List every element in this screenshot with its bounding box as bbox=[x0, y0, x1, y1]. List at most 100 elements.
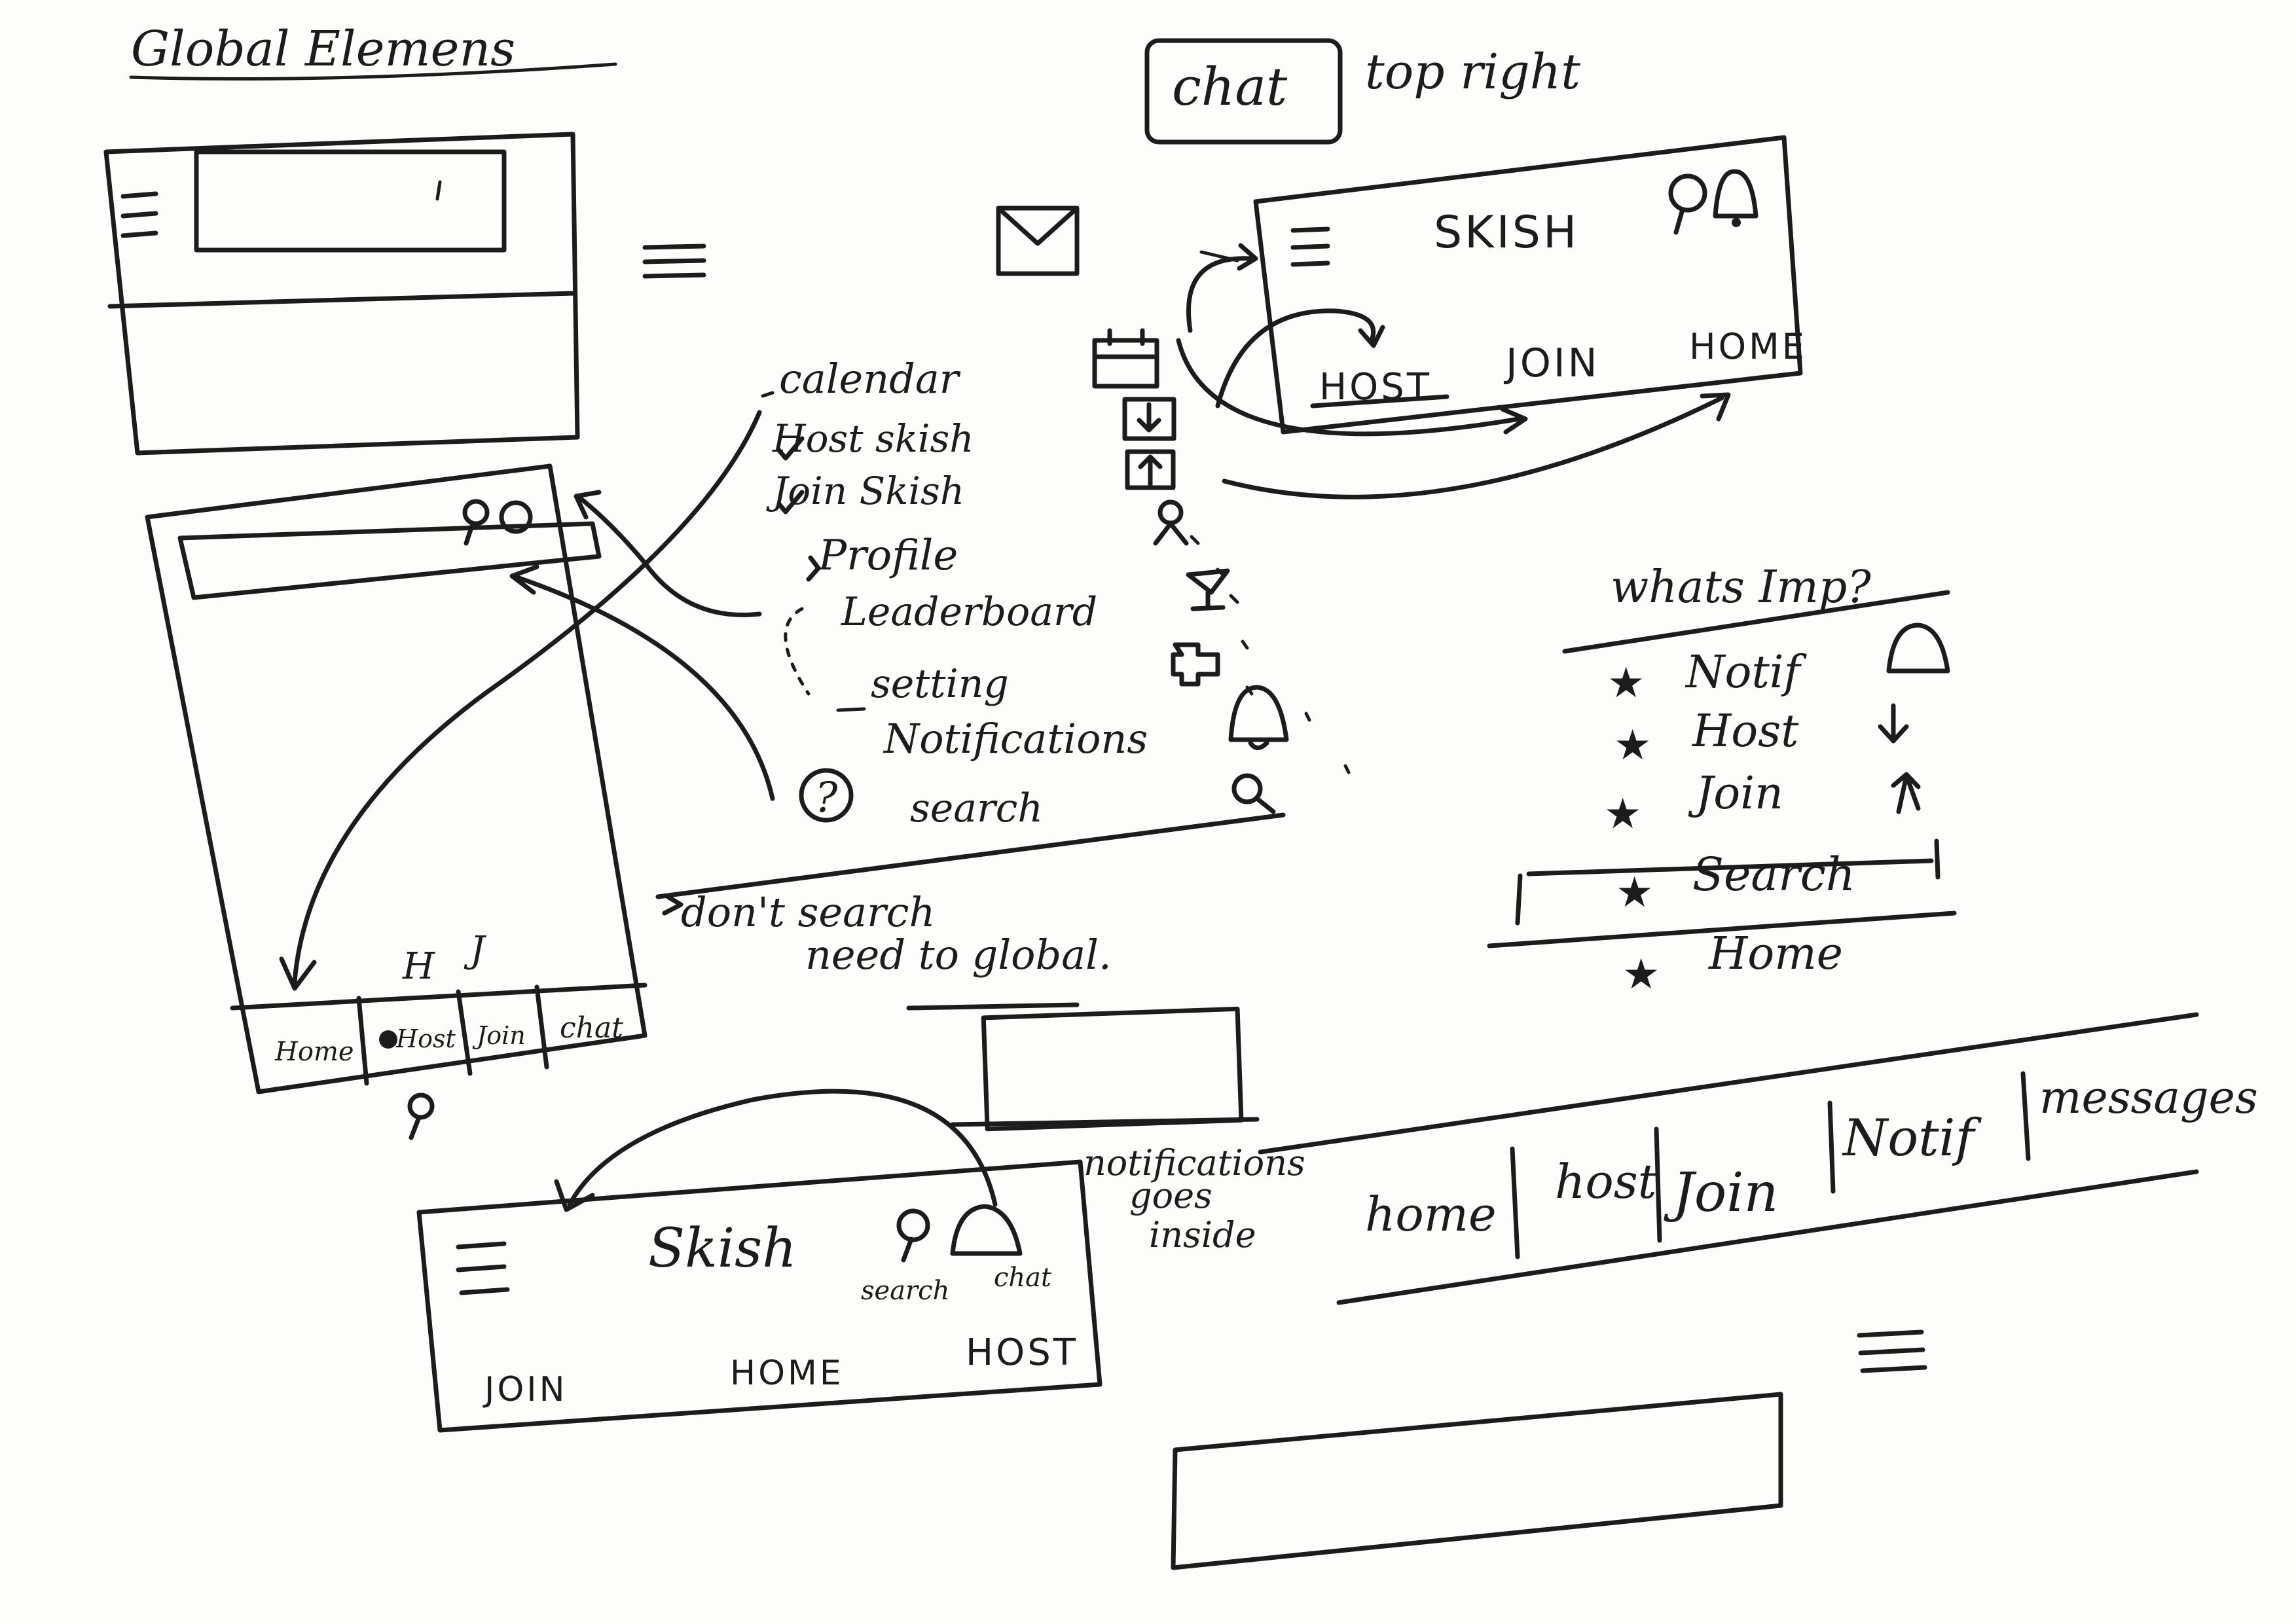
phone-tab-chat: chat bbox=[560, 1011, 623, 1045]
whats-imp-search: Search bbox=[1692, 848, 1855, 901]
hamburger-icon bbox=[642, 244, 706, 279]
search-icon bbox=[896, 1208, 930, 1263]
divider-line bbox=[906, 1002, 1080, 1011]
phone-wireframe: H J Home Host Join chat bbox=[145, 463, 647, 1140]
question-mark: ? bbox=[815, 774, 838, 822]
tab-hint-j: J bbox=[464, 929, 487, 971]
bottom-header-wireframe: Skish search chat JOIN HOME HOST bbox=[416, 1159, 1102, 1433]
gear-icon bbox=[1171, 642, 1220, 687]
tab-row-host: host bbox=[1555, 1154, 1658, 1209]
hamburger-icon bbox=[456, 1241, 510, 1295]
bottom-header-search-label: search bbox=[861, 1276, 949, 1306]
top-right-tab-home: HOME bbox=[1689, 326, 1807, 367]
dotted-bracket bbox=[1190, 535, 1351, 774]
divider-line bbox=[1562, 590, 1950, 654]
divider-line bbox=[1487, 911, 1957, 948]
bell-icon bbox=[1228, 685, 1289, 750]
phone-tab-join: Join bbox=[472, 1021, 526, 1050]
feature-item-setting: setting bbox=[871, 661, 1009, 707]
bottom-header-chat-label: chat bbox=[994, 1263, 1052, 1293]
arrow-connector bbox=[577, 495, 762, 617]
notif-note-line3: inside bbox=[1149, 1214, 1256, 1255]
whats-imp-join: Join bbox=[1688, 768, 1783, 820]
tab-row-messages: messages bbox=[2039, 1072, 2258, 1124]
top-right-header-wireframe: SKISH HOST JOIN HOME bbox=[1253, 135, 1807, 435]
placeholder-box bbox=[981, 1006, 1244, 1132]
bell-icon bbox=[1713, 169, 1758, 227]
tab-row-home: home bbox=[1365, 1187, 1497, 1242]
divider-line bbox=[655, 812, 1286, 899]
bell-icon bbox=[1886, 623, 1950, 674]
whats-imp-host: Host bbox=[1691, 706, 1799, 757]
arrow-right-icon bbox=[662, 894, 683, 916]
tab-dividers bbox=[1510, 1071, 2031, 1259]
tab-row-bottom bbox=[1336, 1169, 2199, 1305]
chat-note: top right bbox=[1365, 44, 1580, 100]
trophy-icon bbox=[1186, 568, 1230, 611]
search-bar bbox=[177, 521, 602, 600]
arrow-down-icon bbox=[1878, 703, 1909, 744]
tab-dividers bbox=[356, 984, 549, 1086]
dotted-bracket bbox=[784, 607, 811, 696]
filled-dot-icon bbox=[379, 1030, 397, 1049]
search-icon bbox=[1231, 773, 1276, 814]
bottom-header-tab-host: HOST bbox=[966, 1331, 1078, 1374]
bell-icon bbox=[950, 1204, 1023, 1256]
title-underline bbox=[129, 62, 617, 81]
phone-tab-home: Home bbox=[274, 1037, 354, 1067]
tab-row-wireframe: home host Join Notif messages bbox=[1258, 1012, 2258, 1305]
tab-hint-h: H bbox=[402, 945, 435, 988]
wireframe-header-search bbox=[103, 132, 580, 456]
arrow-connector bbox=[1222, 395, 1724, 499]
hamburger-icon bbox=[120, 191, 158, 238]
avatar-icon bbox=[499, 500, 533, 534]
check-icon bbox=[776, 436, 805, 461]
upload-icon bbox=[1125, 449, 1176, 490]
arrow-connector bbox=[515, 575, 775, 801]
search-icon bbox=[462, 499, 490, 546]
star-icon: ★ bbox=[1622, 950, 1660, 999]
star-icon: ★ bbox=[1604, 790, 1641, 839]
arrow-connector bbox=[1199, 250, 1239, 262]
search-bar bbox=[1171, 1392, 1783, 1570]
chevron-right-icon bbox=[806, 555, 821, 582]
search-note-line1: don't search bbox=[681, 888, 935, 936]
search-icon bbox=[1668, 173, 1707, 235]
search-icon bbox=[407, 1092, 435, 1140]
feature-item-join-skish: Join Skish bbox=[766, 469, 964, 513]
tab-bar-top bbox=[230, 983, 647, 1011]
active-tab-underline bbox=[1310, 394, 1449, 408]
top-right-tab-join: JOIN bbox=[1503, 340, 1600, 386]
bottom-header-title: Skish bbox=[648, 1218, 797, 1280]
tab-row-join: Join bbox=[1664, 1162, 1778, 1224]
question-icon: ? bbox=[799, 768, 854, 823]
feature-item-leaderboard: Leaderboard bbox=[841, 589, 1097, 635]
tab-row-top bbox=[1258, 1012, 2199, 1155]
text-cursor bbox=[435, 180, 442, 201]
whats-imp-notif: Notif bbox=[1685, 647, 1808, 698]
arrow-up-icon bbox=[1891, 772, 1921, 814]
feature-item-host-skish: Host skish bbox=[772, 416, 974, 461]
feature-item-notifications: Notifications bbox=[883, 715, 1148, 763]
search-row-sides bbox=[1515, 839, 1941, 926]
profile-icon bbox=[1153, 499, 1189, 546]
whats-imp-home: Home bbox=[1707, 928, 1843, 980]
arrow-connector bbox=[1215, 308, 1376, 408]
arrow-connector bbox=[292, 410, 762, 984]
download-icon bbox=[1122, 397, 1176, 441]
top-right-header-title: SKISH bbox=[1434, 207, 1579, 259]
feature-item-profile: Profile bbox=[818, 532, 958, 580]
star-icon: ★ bbox=[1607, 659, 1645, 708]
star-icon: ★ bbox=[1616, 869, 1653, 917]
feature-list: calendar Host skish Join Skish Profile L… bbox=[655, 328, 1351, 1011]
divider-line bbox=[950, 1117, 1260, 1127]
notification-note: notifications goes inside bbox=[1084, 1142, 1305, 1255]
bottom-header-tab-home: HOME bbox=[730, 1354, 844, 1393]
whats-important-list: whats Imp? ★ Notif ★ Host ★ Join ★ Searc… bbox=[1487, 562, 1957, 999]
feature-item-calendar: calendar bbox=[779, 355, 961, 403]
hamburger-icon bbox=[1857, 1329, 1927, 1373]
calendar-icon bbox=[1092, 328, 1159, 389]
chat-box-label: chat bbox=[1172, 56, 1288, 117]
page-title: Global Elemens bbox=[131, 21, 515, 77]
